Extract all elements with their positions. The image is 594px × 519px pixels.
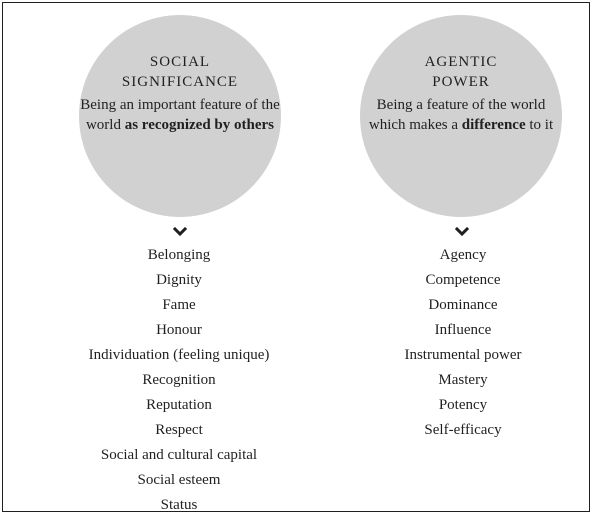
social-significance-desc-emphasis: as recognized by others [124,117,275,133]
agentic-power-desc-emphasis: difference [461,117,526,133]
social-significance-desc-text: Being an important feature of the world [80,97,280,133]
list-item: Reputation [146,397,212,413]
list-item: Belonging [147,247,211,263]
agentic-power-desc-tail: to it [525,117,554,133]
list-item: Individuation (feeling unique) [88,347,270,363]
diagram-frame: SOCIAL SIGNIFICANCE Being an important f… [2,2,590,513]
agentic-power-desc-text: Being a feature of the world which makes… [368,97,546,133]
agentic-power-description: Being a feature of the world which makes… [360,95,562,135]
list-item: Potency [438,397,488,413]
list-item: Influence [434,322,492,338]
list-item: Honour [156,322,202,338]
chevron-down-icon [455,227,469,237]
list-item: Instrumental power [404,347,522,363]
list-item: Social and cultural capital [100,447,258,463]
social-significance-circle: SOCIAL SIGNIFICANCE Being an important f… [79,15,281,217]
list-item: Agency [439,247,487,263]
list-item: Dignity [156,272,202,288]
chevron-down-icon [173,227,187,237]
agentic-power-circle: AGENTIC POWER Being a feature of the wor… [360,15,562,217]
social-significance-description: Being an important feature of the world … [79,95,281,135]
list-item: Dominance [428,297,498,313]
list-item: Recognition [142,372,216,388]
agentic-power-title: AGENTIC POWER [424,54,498,90]
list-item: Social esteem [137,472,221,488]
list-item: Self-efficacy [424,422,502,438]
list-item: Mastery [438,372,488,388]
list-item: Respect [155,422,203,438]
list-item: Fame [162,297,196,313]
social-significance-title: SOCIAL SIGNIFICANCE [121,54,239,90]
list-item: Competence [425,272,501,288]
list-item: Status [160,497,198,513]
